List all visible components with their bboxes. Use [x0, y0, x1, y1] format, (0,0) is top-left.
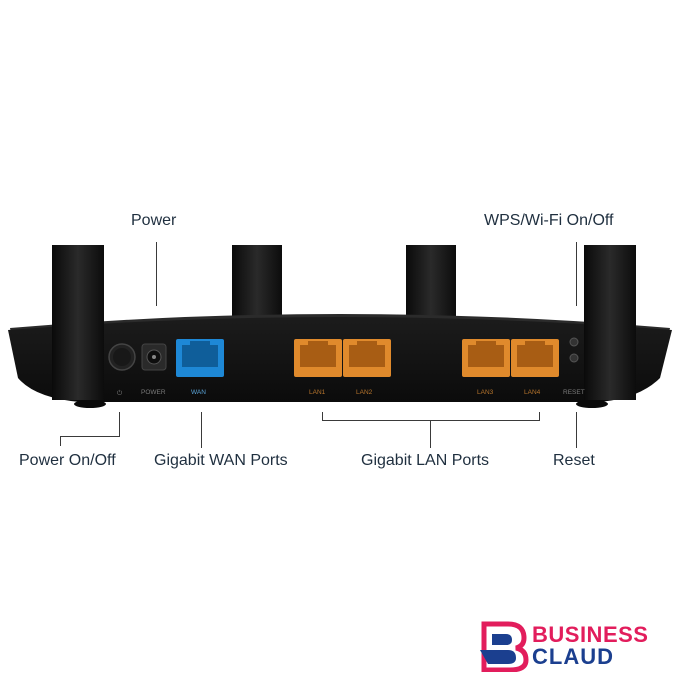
reset-callout-line [576, 412, 577, 448]
power-port-label: POWER [141, 389, 166, 396]
lan-callout-line-l [322, 412, 323, 421]
lan2-port-label: LAN2 [356, 389, 373, 396]
lan-callout-line-h [322, 420, 540, 421]
wan-callout-line [201, 412, 202, 448]
wps-callout-line [576, 242, 577, 306]
logo-line-1: BUSINESS [532, 622, 649, 647]
reset-port-label: RESET [563, 389, 585, 396]
wps-button [569, 337, 579, 347]
lan-callout-line-c [430, 420, 431, 448]
power-onoff-callout-line-h [60, 436, 120, 437]
power-onoff-callout-line-v [119, 412, 120, 436]
power-onoff-callout-line-v2 [60, 436, 61, 446]
gigabit-lan-callout: Gigabit LAN Ports [361, 452, 490, 469]
power-onoff-callout: Power On/Off [19, 452, 116, 469]
router-top [10, 314, 670, 338]
power-callout: Power [131, 212, 177, 229]
logo-line-2: CLAUD [532, 644, 614, 669]
reset-callout: Reset [553, 452, 595, 469]
gigabit-wan-callout: Gigabit WAN Ports [154, 452, 288, 469]
lan-callout-line-r [539, 412, 540, 421]
power-callout-line [156, 242, 157, 306]
lan1-port-label: LAN1 [309, 389, 326, 396]
logo-mark-icon [480, 621, 529, 672]
business-claud-logo: BUSINESS CLAUD [478, 620, 668, 672]
lan4-port-label: LAN4 [524, 389, 541, 396]
reset-button [569, 353, 579, 363]
lan3-port-label: LAN3 [477, 389, 494, 396]
wan-port-label: WAN [191, 389, 206, 396]
wps-wifi-callout: WPS/Wi-Fi On/Off [484, 212, 614, 229]
power-symbol-label: ⏻ [117, 390, 122, 397]
